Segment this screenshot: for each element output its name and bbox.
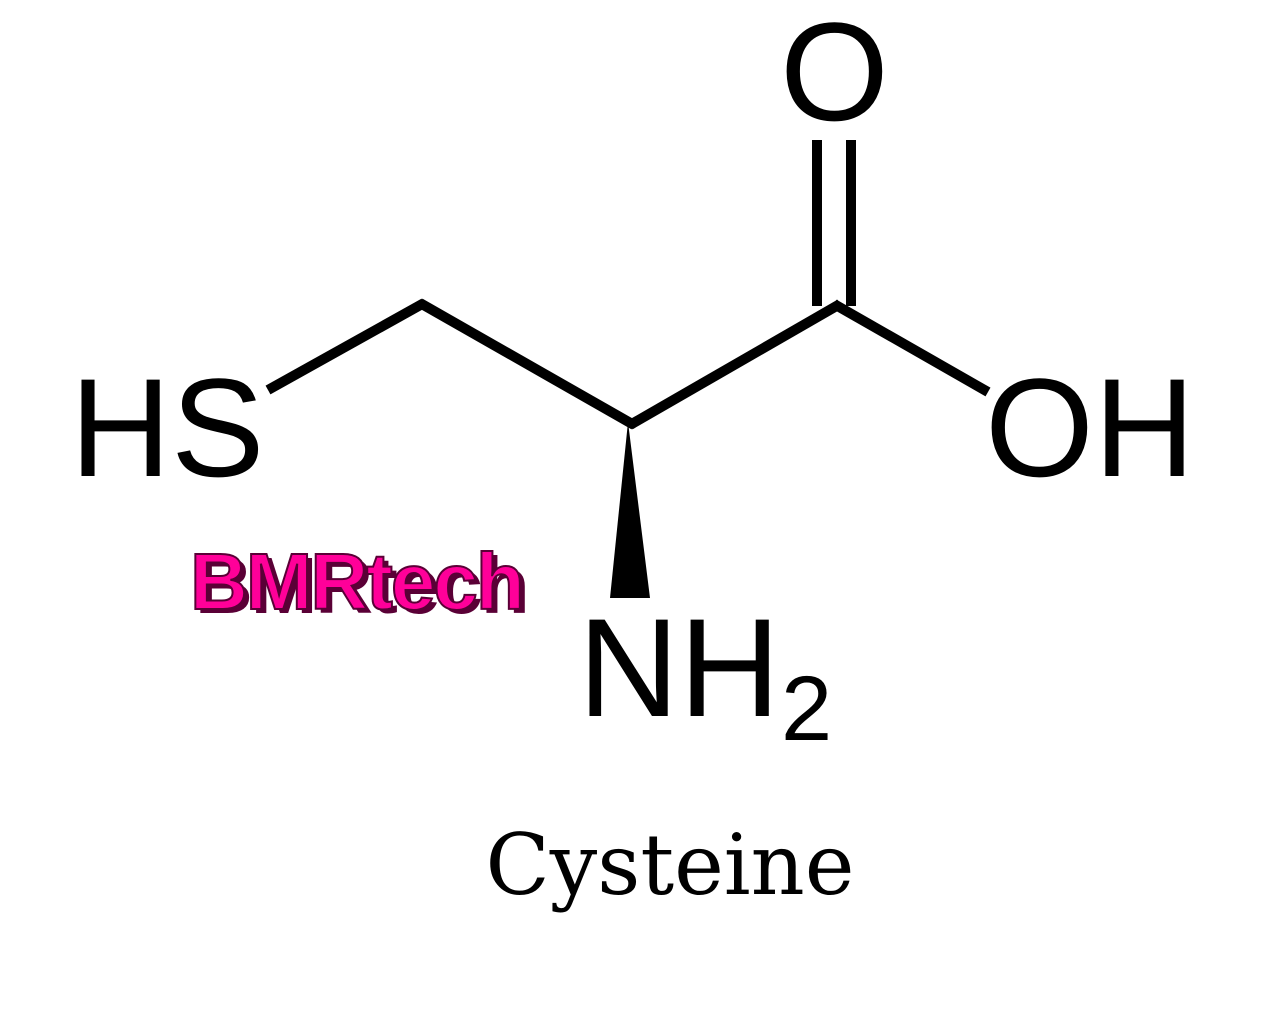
- bond-c1-c-alpha: [417, 298, 637, 430]
- atom-label-amine-subscript: 2: [781, 658, 832, 760]
- bond-s-c1: [265, 298, 427, 395]
- watermark-shadow: BMRtech: [195, 541, 528, 630]
- brand-watermark: BMRtech BMRtech: [189, 536, 530, 630]
- atom-label-carbonyl-oxygen: O: [780, 0, 889, 150]
- atom-label-amine: NH: [578, 589, 780, 746]
- wedge-bond-to-nitrogen: [610, 422, 650, 598]
- bond-lines: [265, 140, 991, 598]
- molecule-name-caption: Cysteine: [486, 816, 855, 914]
- watermark-text: BMRtech: [190, 537, 523, 626]
- bond-c-alpha-c-carboxyl: [627, 299, 843, 430]
- atom-label-thiol: HS: [70, 349, 264, 506]
- atom-label-hydroxyl: OH: [985, 349, 1195, 506]
- bond-c-carboxyl-oh: [831, 299, 991, 397]
